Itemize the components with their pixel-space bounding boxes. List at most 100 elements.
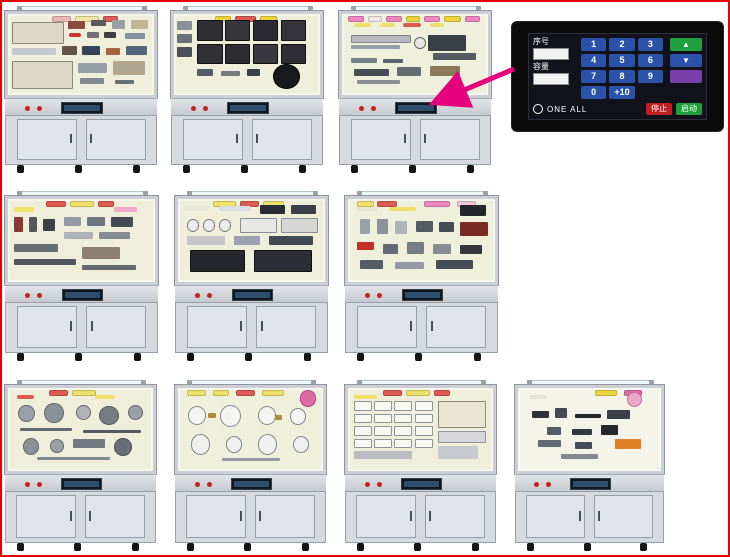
cabinet-door-left[interactable] <box>356 495 417 538</box>
keypad-control-buttons: 停止启动 <box>646 103 702 115</box>
cabinet-door-right[interactable] <box>254 495 315 538</box>
cabinet-door-left[interactable] <box>186 495 247 538</box>
cabinet-door-right[interactable] <box>85 118 146 161</box>
cabinet-r2c1 <box>5 191 158 362</box>
stop-button[interactable] <box>376 481 382 487</box>
board-part <box>239 218 277 233</box>
board-part <box>353 394 377 399</box>
power-button[interactable] <box>190 105 196 111</box>
keypad-control-启动[interactable]: 启动 <box>676 103 702 115</box>
board-part <box>111 20 125 29</box>
cabinet-door-left[interactable] <box>16 118 77 161</box>
board-label-chip <box>214 15 232 22</box>
board-part-circle <box>22 437 39 455</box>
board-part <box>247 69 261 77</box>
stop-button[interactable] <box>36 481 42 487</box>
board-part <box>252 20 279 42</box>
cabinet-r3c3 <box>345 380 496 552</box>
door-handle-icon <box>89 510 92 521</box>
cabinet-door-left[interactable] <box>16 305 77 349</box>
board-label-chip <box>406 389 430 396</box>
cabinet-door-right[interactable] <box>251 118 312 161</box>
stop-button[interactable] <box>36 105 42 111</box>
board-part <box>99 232 130 239</box>
keypad-digit-9[interactable]: 9 <box>637 70 663 83</box>
board-part <box>433 243 451 254</box>
board-part <box>13 258 76 265</box>
board-part <box>63 217 82 226</box>
board-part <box>183 205 211 211</box>
board-part <box>406 242 425 254</box>
power-button[interactable] <box>194 292 200 298</box>
cabinet-door-right[interactable] <box>84 495 145 538</box>
cabinet-door-right[interactable] <box>86 305 147 349</box>
door-handle-icon <box>423 134 426 144</box>
cabinet-door-right[interactable] <box>256 305 317 349</box>
power-button[interactable] <box>358 105 364 111</box>
board-part <box>197 43 223 64</box>
power-button[interactable] <box>364 292 370 298</box>
cabinet-door-right[interactable] <box>424 495 485 538</box>
power-button[interactable] <box>24 481 30 487</box>
keypad-digit-5[interactable]: 5 <box>609 54 635 67</box>
keypad-digit-0[interactable]: 0 <box>581 86 607 99</box>
cabinet-door-right[interactable] <box>426 305 487 349</box>
keypad-side-button-2[interactable]: ▼ <box>670 54 702 67</box>
board-part <box>429 22 445 27</box>
keypad-digit-plus10[interactable]: +10 <box>609 86 635 99</box>
board-part <box>350 57 378 63</box>
cabinet-door-left[interactable] <box>16 495 77 538</box>
cabinet-door-left[interactable] <box>356 305 417 349</box>
keypad-digit-6[interactable]: 6 <box>637 54 663 67</box>
keypad-digit-4[interactable]: 4 <box>581 54 607 67</box>
keypad-side-button-3[interactable] <box>670 70 702 83</box>
display-case <box>175 196 328 285</box>
power-button[interactable] <box>534 481 540 487</box>
keypad-digit-8[interactable]: 8 <box>609 70 635 83</box>
keypad-field-label: 序号 <box>533 37 549 46</box>
board-label-chip <box>356 200 374 207</box>
cabinet-r3c2 <box>175 380 326 552</box>
stop-button[interactable] <box>206 481 212 487</box>
cabinet-door-right[interactable] <box>593 495 653 538</box>
keypad-digit-7[interactable]: 7 <box>581 70 607 83</box>
display-board <box>8 14 154 95</box>
keypad-digit-1[interactable]: 1 <box>581 38 607 51</box>
stop-button[interactable] <box>202 105 208 111</box>
cabinet-base <box>345 302 498 353</box>
board-part <box>19 427 72 432</box>
cabinet-door-left[interactable] <box>182 118 243 161</box>
keypad-side-button-1[interactable]: ▲ <box>670 38 702 51</box>
board-label-chip <box>595 389 618 396</box>
cabinet-door-right[interactable] <box>419 118 480 161</box>
display-board <box>342 14 488 95</box>
cabinet-r2c3 <box>345 191 498 362</box>
board-label-chip <box>46 200 66 207</box>
stop-button[interactable] <box>546 481 552 487</box>
board-part <box>87 217 105 226</box>
keypad-control-停止[interactable]: 停止 <box>646 103 672 115</box>
board-part <box>356 207 378 212</box>
display-board <box>348 388 493 471</box>
keypad-digit-2[interactable]: 2 <box>609 38 635 51</box>
power-button[interactable] <box>24 292 30 298</box>
stop-button[interactable] <box>207 292 213 298</box>
door-handle-icon <box>404 134 407 144</box>
board-part <box>374 413 393 424</box>
keypad-digit-3[interactable]: 3 <box>637 38 663 51</box>
power-button[interactable] <box>24 105 30 111</box>
board-part <box>12 22 64 44</box>
board-part <box>260 204 286 214</box>
one-all-label: ONE ALL <box>547 104 588 114</box>
stop-button[interactable] <box>377 292 383 298</box>
board-part <box>529 394 547 399</box>
cabinet-door-left[interactable] <box>526 495 586 538</box>
stop-button[interactable] <box>37 292 43 298</box>
cabinet-door-left[interactable] <box>350 118 411 161</box>
power-button[interactable] <box>194 481 200 487</box>
stop-button[interactable] <box>370 105 376 111</box>
power-button[interactable] <box>364 481 370 487</box>
board-part <box>538 440 561 447</box>
cabinet-door-left[interactable] <box>186 305 247 349</box>
